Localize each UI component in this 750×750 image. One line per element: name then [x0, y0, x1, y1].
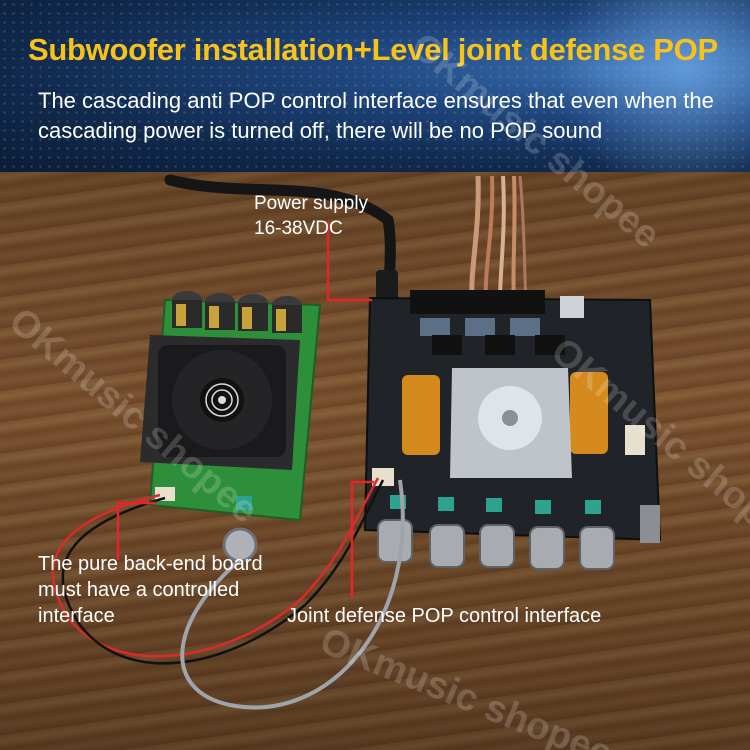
amplifier-board	[363, 290, 662, 570]
potentiometer	[438, 497, 454, 511]
header-glow	[530, 0, 750, 172]
usb-port	[560, 296, 584, 318]
potentiometer	[236, 496, 252, 510]
potentiometer	[535, 500, 551, 514]
potentiometer	[585, 500, 601, 514]
control-knob	[479, 524, 515, 568]
pop-cable-red	[51, 477, 380, 658]
capacitor	[172, 291, 202, 328]
panel-bracket	[640, 505, 660, 543]
power-supply-label: Power supply 16-38VDC	[254, 193, 369, 239]
capacitor	[238, 294, 268, 331]
pop-connector	[155, 487, 175, 501]
control-knob	[529, 526, 565, 570]
control-knob	[579, 526, 615, 570]
pop-cable-black	[61, 479, 385, 665]
header-banner: Subwoofer installation+Level joint defen…	[0, 0, 750, 172]
control-knob	[429, 524, 465, 568]
speaker-wire	[483, 175, 495, 301]
page-subtitle: The cascading anti POP control interface…	[38, 88, 714, 143]
capacitor	[570, 372, 608, 454]
capacitor	[205, 293, 235, 330]
speaker-wire	[518, 175, 528, 301]
header-texture	[0, 0, 750, 172]
speaker-terminals	[410, 290, 545, 314]
input-connector	[625, 425, 645, 455]
control-knob	[377, 519, 413, 563]
capacitor	[402, 375, 440, 455]
joint-defense-label: Joint defense POP control interface	[287, 605, 602, 627]
speaker-wire	[511, 175, 517, 301]
capacitor	[272, 296, 302, 333]
joint-pointer-line	[350, 480, 374, 598]
potentiometer	[486, 498, 502, 512]
audio-cable	[180, 479, 405, 710]
power-pointer-line	[326, 222, 372, 302]
speaker-wire	[498, 175, 506, 301]
power-cable	[164, 174, 396, 306]
backend-board	[140, 291, 322, 563]
page-title: Subwoofer installation+Level joint defen…	[28, 32, 718, 67]
speaker-wire	[469, 175, 481, 301]
backend-board-label: The pure back-end board must have a cont…	[38, 553, 263, 627]
backend-pointer-line	[116, 501, 157, 560]
